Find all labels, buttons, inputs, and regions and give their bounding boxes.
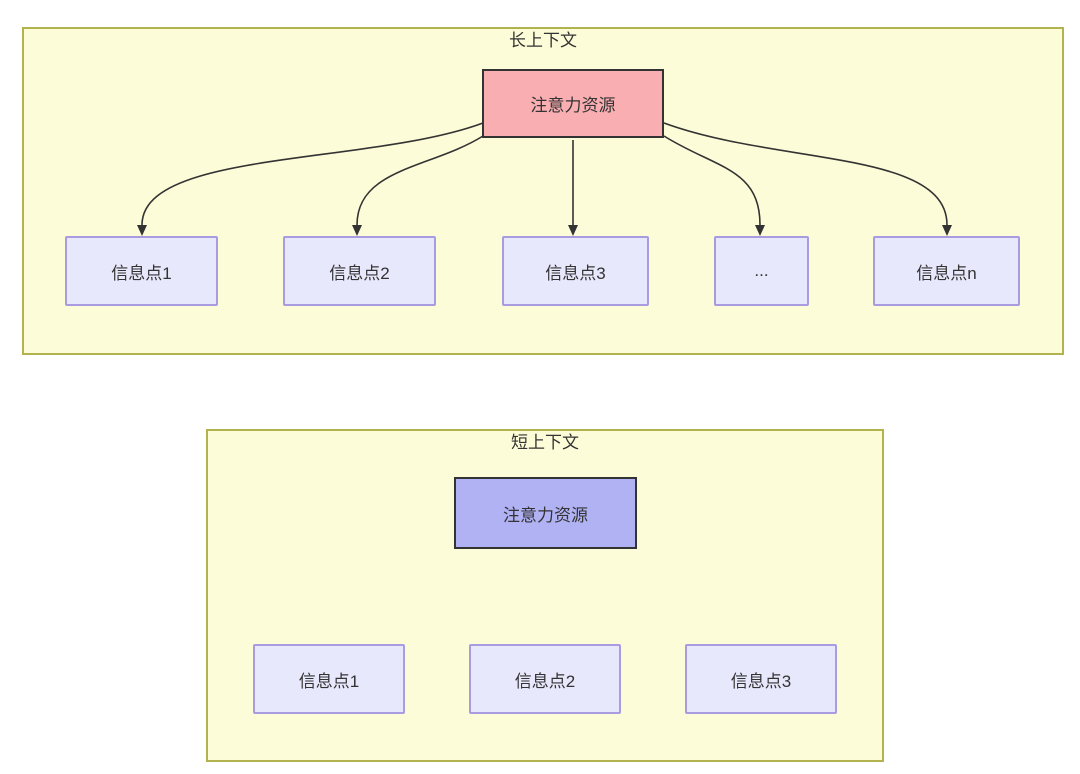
long-context-title: 长上下文 [509,31,577,50]
short-context-title: 短上下文 [511,433,579,452]
short-info-box-1: 信息点1 [253,644,405,714]
short-info-box-3: 信息点3 [685,644,837,714]
long-info-box-1: 信息点1 [65,236,218,306]
short-info-box-2: 信息点2 [469,644,621,714]
attention-box-long: 注意力资源 [482,69,664,138]
long-info-box-ellipsis: ... [714,236,809,306]
long-info-box-2: 信息点2 [283,236,436,306]
long-info-box-3: 信息点3 [502,236,649,306]
long-info-box-n: 信息点n [873,236,1020,306]
attention-box-short: 注意力资源 [454,477,637,549]
